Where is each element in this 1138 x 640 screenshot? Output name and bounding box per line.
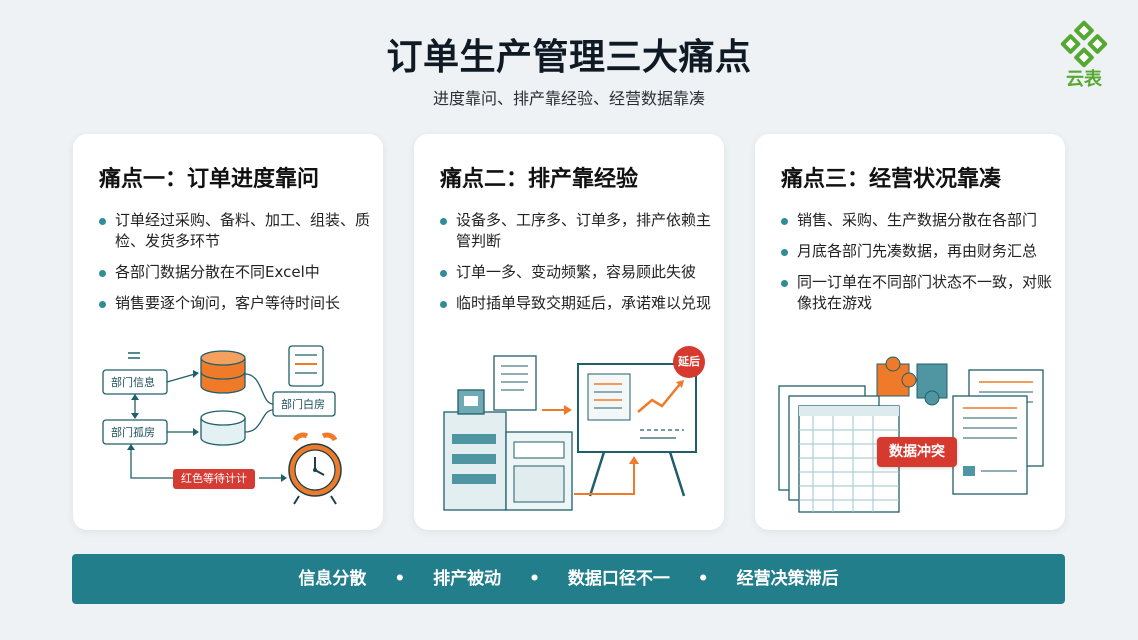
bullet-item: 订单一多、变动频繁，容易顾此失彼	[438, 262, 712, 283]
summary-item: 信息分散	[298, 569, 367, 589]
page-subtitle: 进度靠问、排产靠经验、经营数据靠凑	[432, 89, 705, 108]
bullet-item: 月底各部门先凑数据，再由财务汇总	[779, 241, 1053, 262]
bullet-item: 临时插单导致交期延后，承诺难以兑现	[438, 293, 712, 314]
card-title: 痛点二：排产靠经验	[440, 167, 639, 192]
bullet-item: 同一订单在不同部门状态不一致，对账像找在游戏	[779, 272, 1053, 314]
delay-badge: 延后	[673, 346, 705, 378]
bullet-list: 订单经过采购、备料、加工、组装、质检、发货多环节 各部门数据分散在不同Excel…	[97, 210, 371, 324]
bullet-item: 设备多、工序多、订单多，排产依赖主管判断	[438, 210, 712, 252]
logo-text: 云表	[1066, 69, 1102, 90]
factory-board-icon	[443, 355, 697, 511]
card-title: 痛点三：经营状况靠凑	[781, 167, 1002, 192]
separator-dot-icon: •	[697, 569, 709, 589]
scheduling-illustration: 延后	[414, 334, 724, 519]
silo-diagram-icon	[102, 345, 342, 505]
department-silo-illustration: 部门信息 部门孤房 部门白房 红色等待计计	[73, 334, 383, 519]
brand-logo: 云表	[1056, 20, 1112, 94]
data-conflict-illustration: 数据冲突	[755, 334, 1065, 519]
data-conflict-badge: 数据冲突	[877, 437, 957, 467]
bullet-list: 设备多、工序多、订单多，排产依赖主管判断 订单一多、变动频繁，容易顾此失彼 临时…	[438, 210, 712, 324]
dept-blank-label: 部门白房	[281, 398, 325, 411]
summary-bar: 信息分散 • 排产被动 • 数据口径不一 • 经营决策滞后	[72, 554, 1065, 604]
pain-point-card-2: 痛点二：排产靠经验 设备多、工序多、订单多，排产依赖主管判断 订单一多、变动频繁…	[414, 134, 724, 530]
bullet-item: 各部门数据分散在不同Excel中	[97, 262, 371, 283]
separator-dot-icon: •	[529, 569, 540, 589]
logo-mark-icon	[1060, 20, 1108, 68]
bullet-list: 销售、采购、生产数据分散在各部门 月底各部门先凑数据，再由财务汇总 同一订单在不…	[779, 210, 1053, 324]
bullet-item: 订单经过采购、备料、加工、组装、质检、发货多环节	[97, 210, 371, 252]
bullet-item: 销售、采购、生产数据分散在各部门	[779, 210, 1053, 231]
dept-silo-label: 部门孤房	[111, 426, 155, 439]
page-title: 订单生产管理三大痛点	[386, 37, 752, 78]
summary-item: 排产被动	[433, 569, 502, 589]
card-title: 痛点一：订单进度靠问	[99, 167, 320, 192]
spreadsheet-puzzle-icon	[778, 356, 1044, 513]
bullet-item: 销售要逐个询问，客户等待时间长	[97, 293, 371, 314]
summary-item: 数据口径不一	[567, 569, 670, 589]
pain-point-card-3: 痛点三：经营状况靠凑 销售、采购、生产数据分散在各部门 月底各部门先凑数据，再由…	[755, 134, 1065, 530]
pain-point-card-1: 痛点一：订单进度靠问 订单经过采购、备料、加工、组装、质检、发货多环节 各部门数…	[73, 134, 383, 530]
waiting-tag: 红色等待计计	[173, 469, 255, 489]
dept-info-label: 部门信息	[111, 376, 155, 389]
summary-item: 经营决策滞后	[736, 569, 839, 589]
separator-dot-icon: •	[394, 569, 406, 589]
